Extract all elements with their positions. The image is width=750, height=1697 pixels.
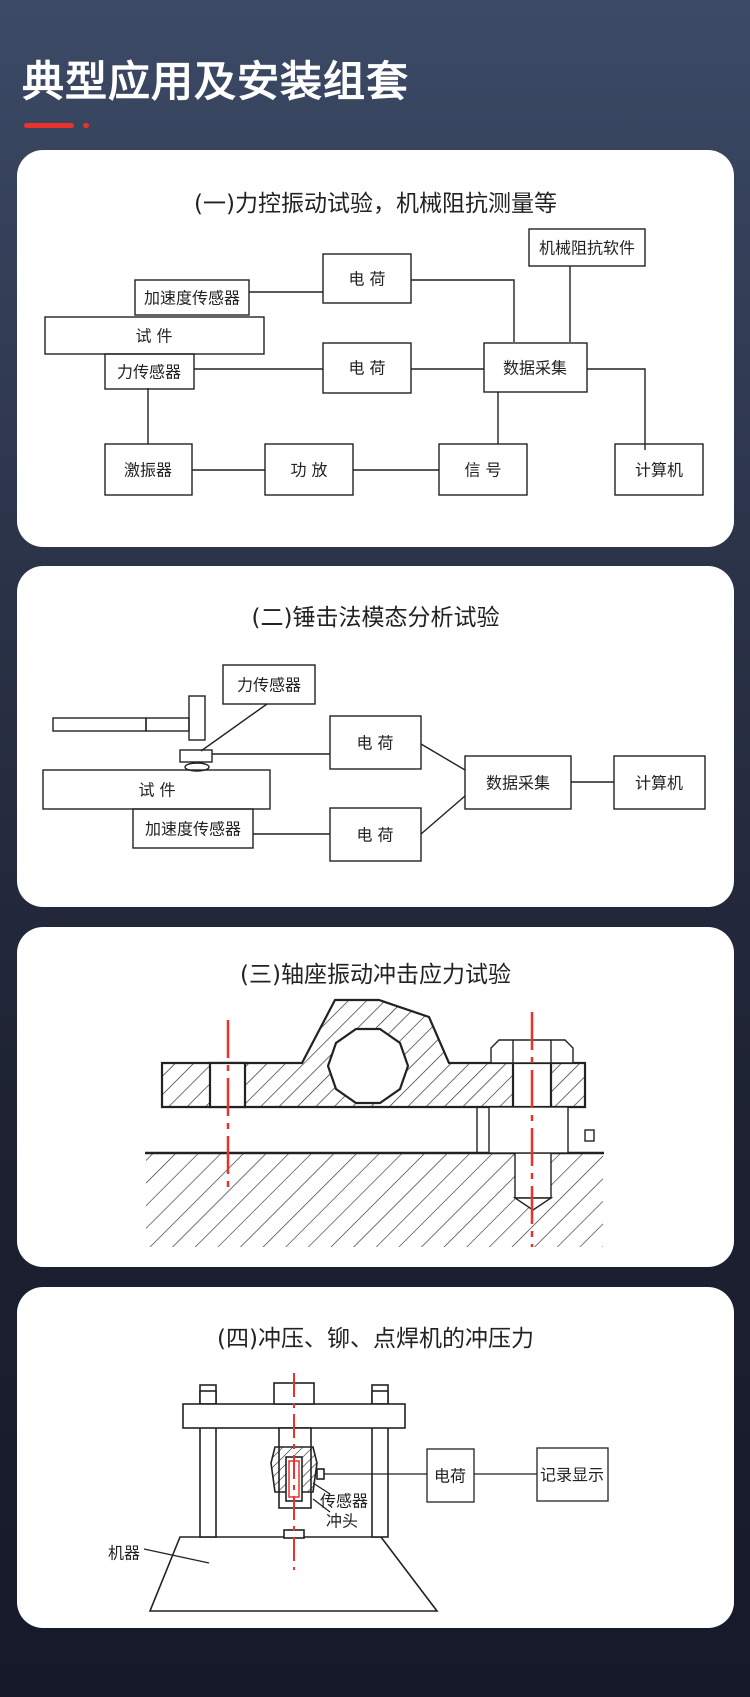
- charge-amp-label: 电 荷: [356, 734, 393, 753]
- daq-label: 数据采集: [503, 359, 567, 378]
- shaker-label: 激振器: [124, 461, 172, 480]
- specimen-label: 试 件: [135, 327, 172, 346]
- signal-label: 信 号: [464, 461, 501, 480]
- card-hammer-modal: (二)锤击法模态分析试验 力传感器 电 荷: [17, 566, 734, 907]
- section-title: (一)力控振动试验，机械阻抗测量等: [194, 191, 557, 217]
- section-title: (三)轴座振动冲击应力试验: [240, 962, 511, 988]
- sensor-label: 传感器: [320, 1492, 368, 1511]
- section-title: (四)冲压、铆、点焊机的冲压力: [217, 1326, 534, 1352]
- software-label: 机械阻抗软件: [539, 239, 635, 258]
- accel-sensor-label: 加速度传感器: [144, 289, 240, 308]
- bearing-seat-diagram: [145, 998, 604, 1247]
- punch-label: 冲头: [326, 1512, 358, 1531]
- force-vibration-diagram: 机械阻抗软件 电 荷 加速度传感器 试 件 力传感器 电 荷 数据采集 激振器 …: [44, 228, 704, 496]
- force-sensor-label: 力传感器: [237, 676, 301, 695]
- charge-amp-label: 电 荷: [356, 826, 393, 845]
- hammer-modal-diagram: 力传感器 电 荷 试 件 数据采集 计算机 加速度传感器 电 荷: [42, 664, 706, 862]
- force-sensor-label: 力传感器: [117, 363, 181, 382]
- card-press-force: (四)冲压、铆、点焊机的冲压力: [17, 1287, 734, 1628]
- charge-amp-label: 电荷: [434, 1467, 466, 1486]
- machine-base: [148, 1536, 439, 1612]
- charge-amp-label: 电 荷: [348, 359, 385, 378]
- ground: [145, 1151, 604, 1247]
- card-bearing-stress: (三)轴座振动冲击应力试验: [17, 927, 734, 1267]
- press-machine-diagram: 电荷 记录显示 传感器 冲头 机器: [108, 1373, 609, 1612]
- computer-label: 计算机: [635, 461, 683, 480]
- bolt: [476, 1039, 595, 1154]
- machine-label: 机器: [108, 1544, 140, 1563]
- card-force-vibration: (一)力控振动试验，机械阻抗测量等: [17, 150, 734, 547]
- page-title: 典型应用及安装组套: [22, 57, 410, 106]
- recorder-label: 记录显示: [540, 1466, 604, 1485]
- title-accent-dot: [83, 123, 89, 128]
- accel-sensor-label: 加速度传感器: [145, 820, 241, 839]
- charge-amp-label: 电 荷: [348, 270, 385, 289]
- section-title: (二)锤击法模态分析试验: [251, 605, 500, 631]
- specimen-label: 试 件: [138, 781, 175, 800]
- computer-label: 计算机: [635, 774, 683, 793]
- daq-label: 数据采集: [486, 774, 550, 793]
- amplifier-label: 功 放: [290, 461, 327, 480]
- bearing-housing: [160, 998, 587, 1109]
- title-accent-bar: [24, 123, 74, 128]
